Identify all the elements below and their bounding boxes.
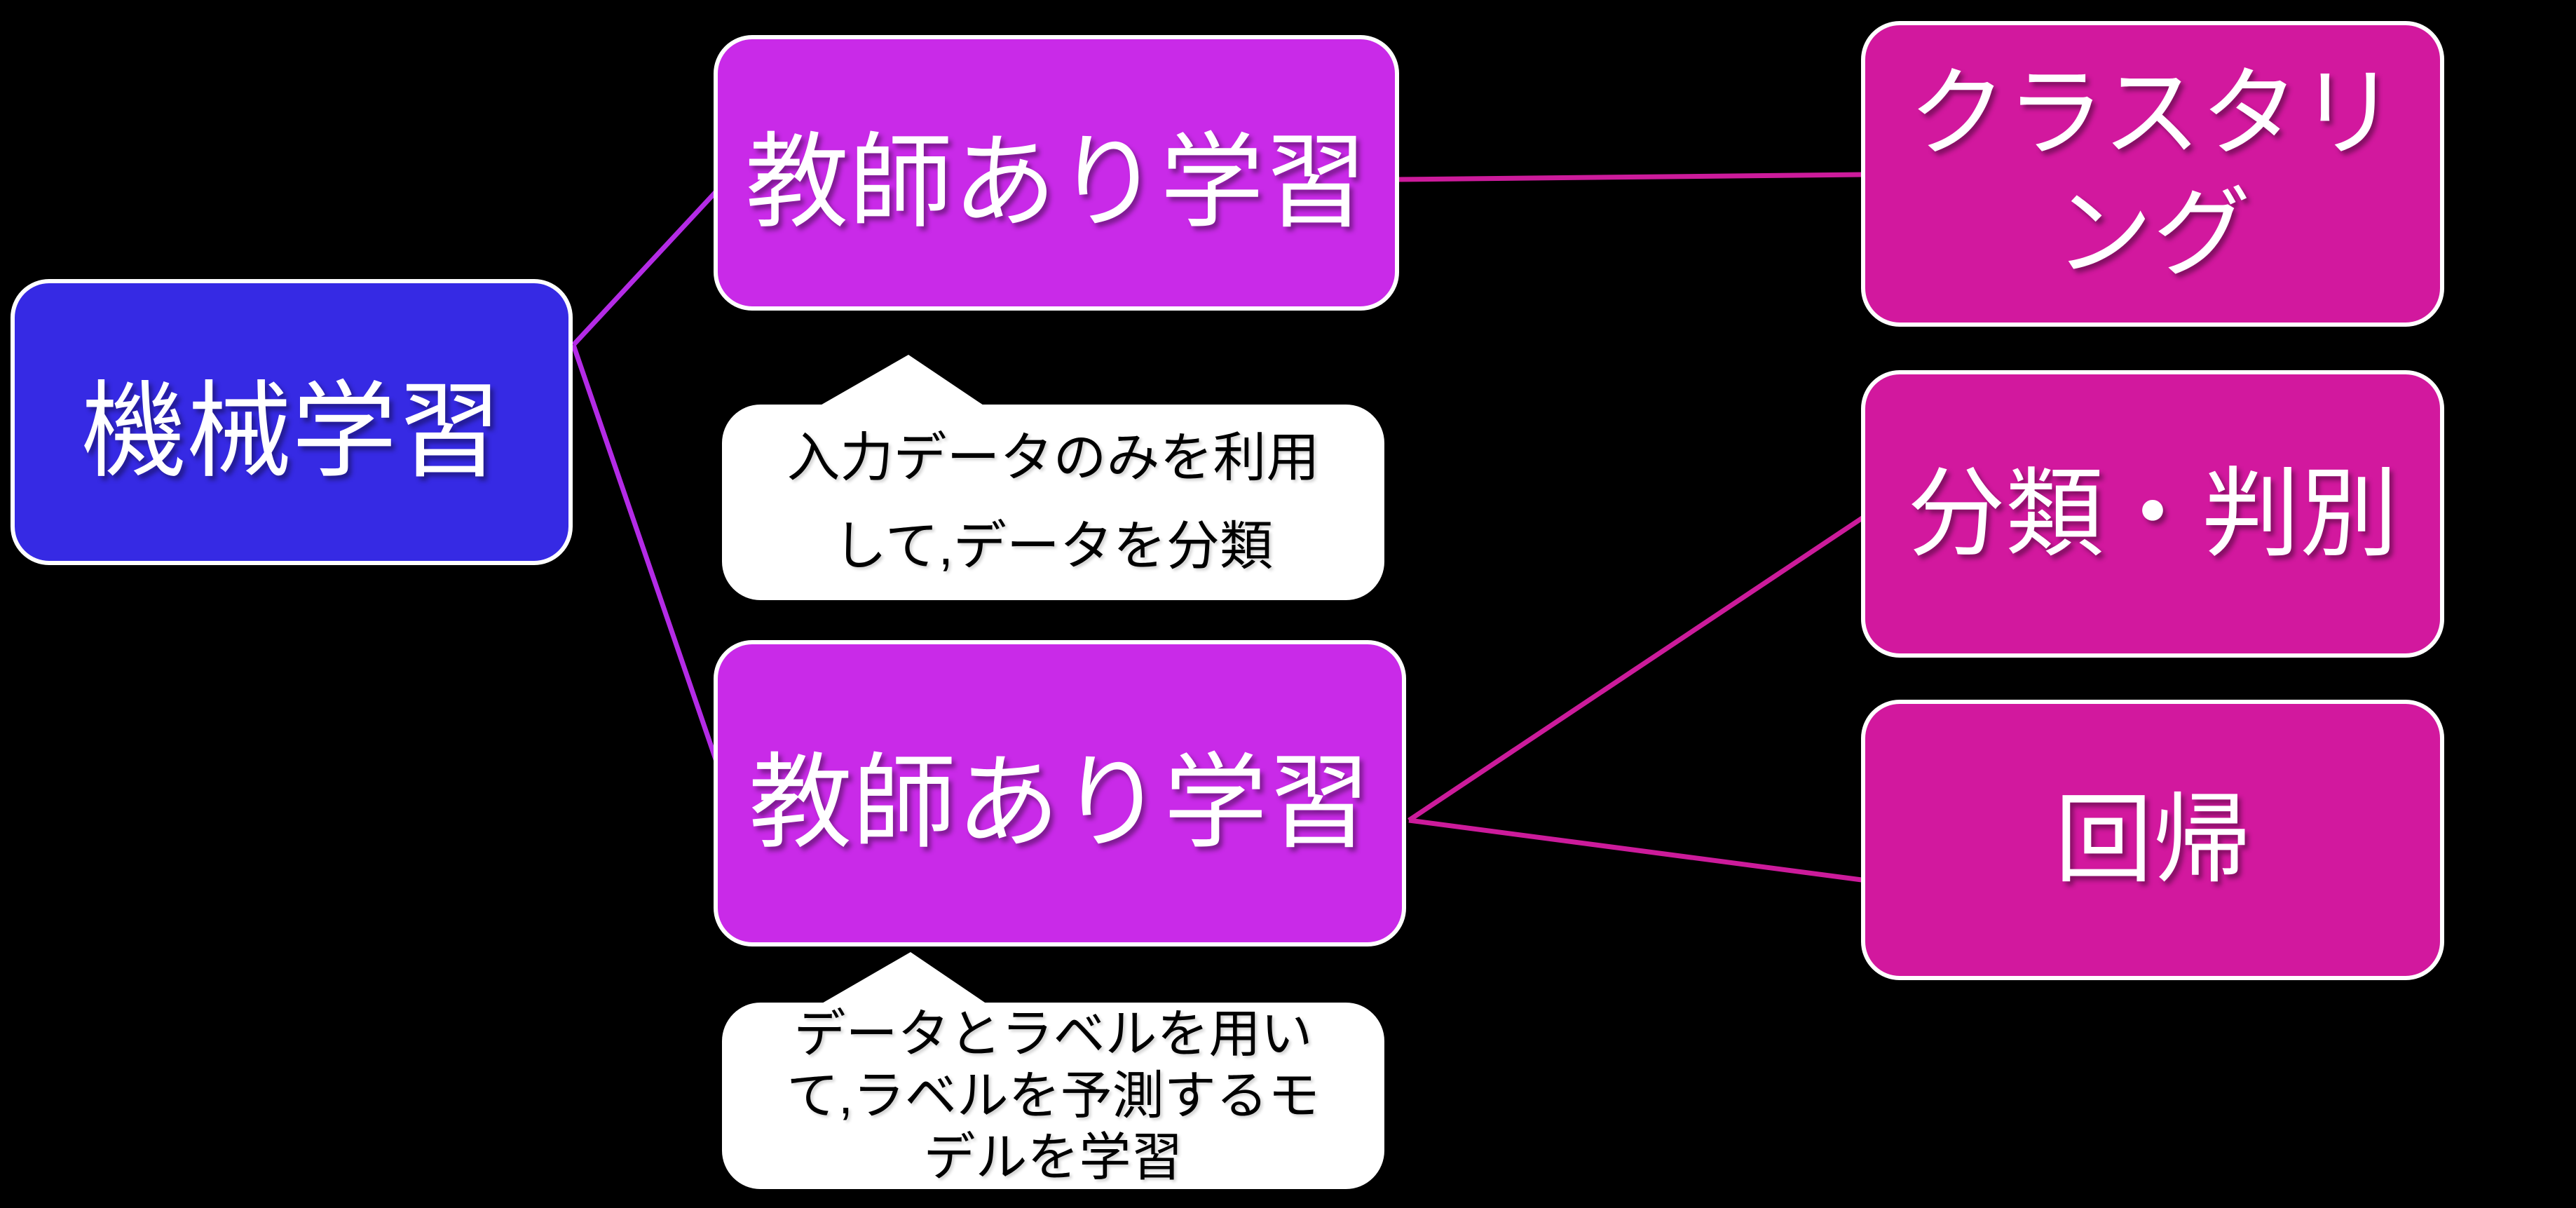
- edge-root-branch-bottom: [571, 344, 726, 783]
- node-classification[interactable]: 分類・判別: [1861, 370, 2444, 658]
- node-machine-learning-label: 機械学習: [81, 372, 502, 490]
- edge-branch-bottom-classification: [1408, 515, 1865, 822]
- node-clustering-label-line-1: クラスタリ: [1908, 58, 2397, 169]
- node-machine-learning[interactable]: 機械学習: [11, 279, 573, 565]
- node-supervised-learning-top[interactable]: 教師あり学習: [714, 35, 1399, 311]
- callout-note-top: 入力データのみを利用 して,データを分類: [722, 405, 1384, 600]
- edge-branch-top-clustering: [1396, 172, 1864, 182]
- node-clustering[interactable]: クラスタリ ング: [1861, 21, 2444, 327]
- node-supervised-learning-top-label: 教師あり学習: [745, 125, 1368, 240]
- node-classification-label: 分類・判別: [1907, 458, 2398, 569]
- callout-note-bottom-line-2: て,ラベルを予測するモ: [786, 1066, 1320, 1125]
- edge-branch-bottom-regression: [1408, 817, 1862, 883]
- callout-note-bottom-line-3: デルを学習: [923, 1128, 1183, 1186]
- node-regression-label: 回帰: [2054, 784, 2251, 895]
- callout-note-top-line-2: して,データを分類: [833, 516, 1273, 576]
- callout-note-bottom-line-1: データとラベルを用い: [793, 1005, 1313, 1063]
- node-regression[interactable]: 回帰: [1861, 700, 2444, 980]
- node-supervised-learning-bottom[interactable]: 教師あり学習: [714, 640, 1406, 946]
- callout-note-bottom: データとラベルを用い て,ラベルを予測するモ デルを学習: [722, 1003, 1384, 1189]
- callout-note-top-line-1: 入力データのみを利用: [786, 428, 1320, 488]
- callout-pointer-top: [813, 355, 990, 409]
- edge-root-branch-top: [571, 182, 725, 347]
- node-supervised-learning-bottom-label: 教師あり学習: [749, 745, 1371, 861]
- callout-pointer-bottom: [816, 952, 991, 1007]
- node-clustering-label-line-2: ング: [2054, 178, 2251, 288]
